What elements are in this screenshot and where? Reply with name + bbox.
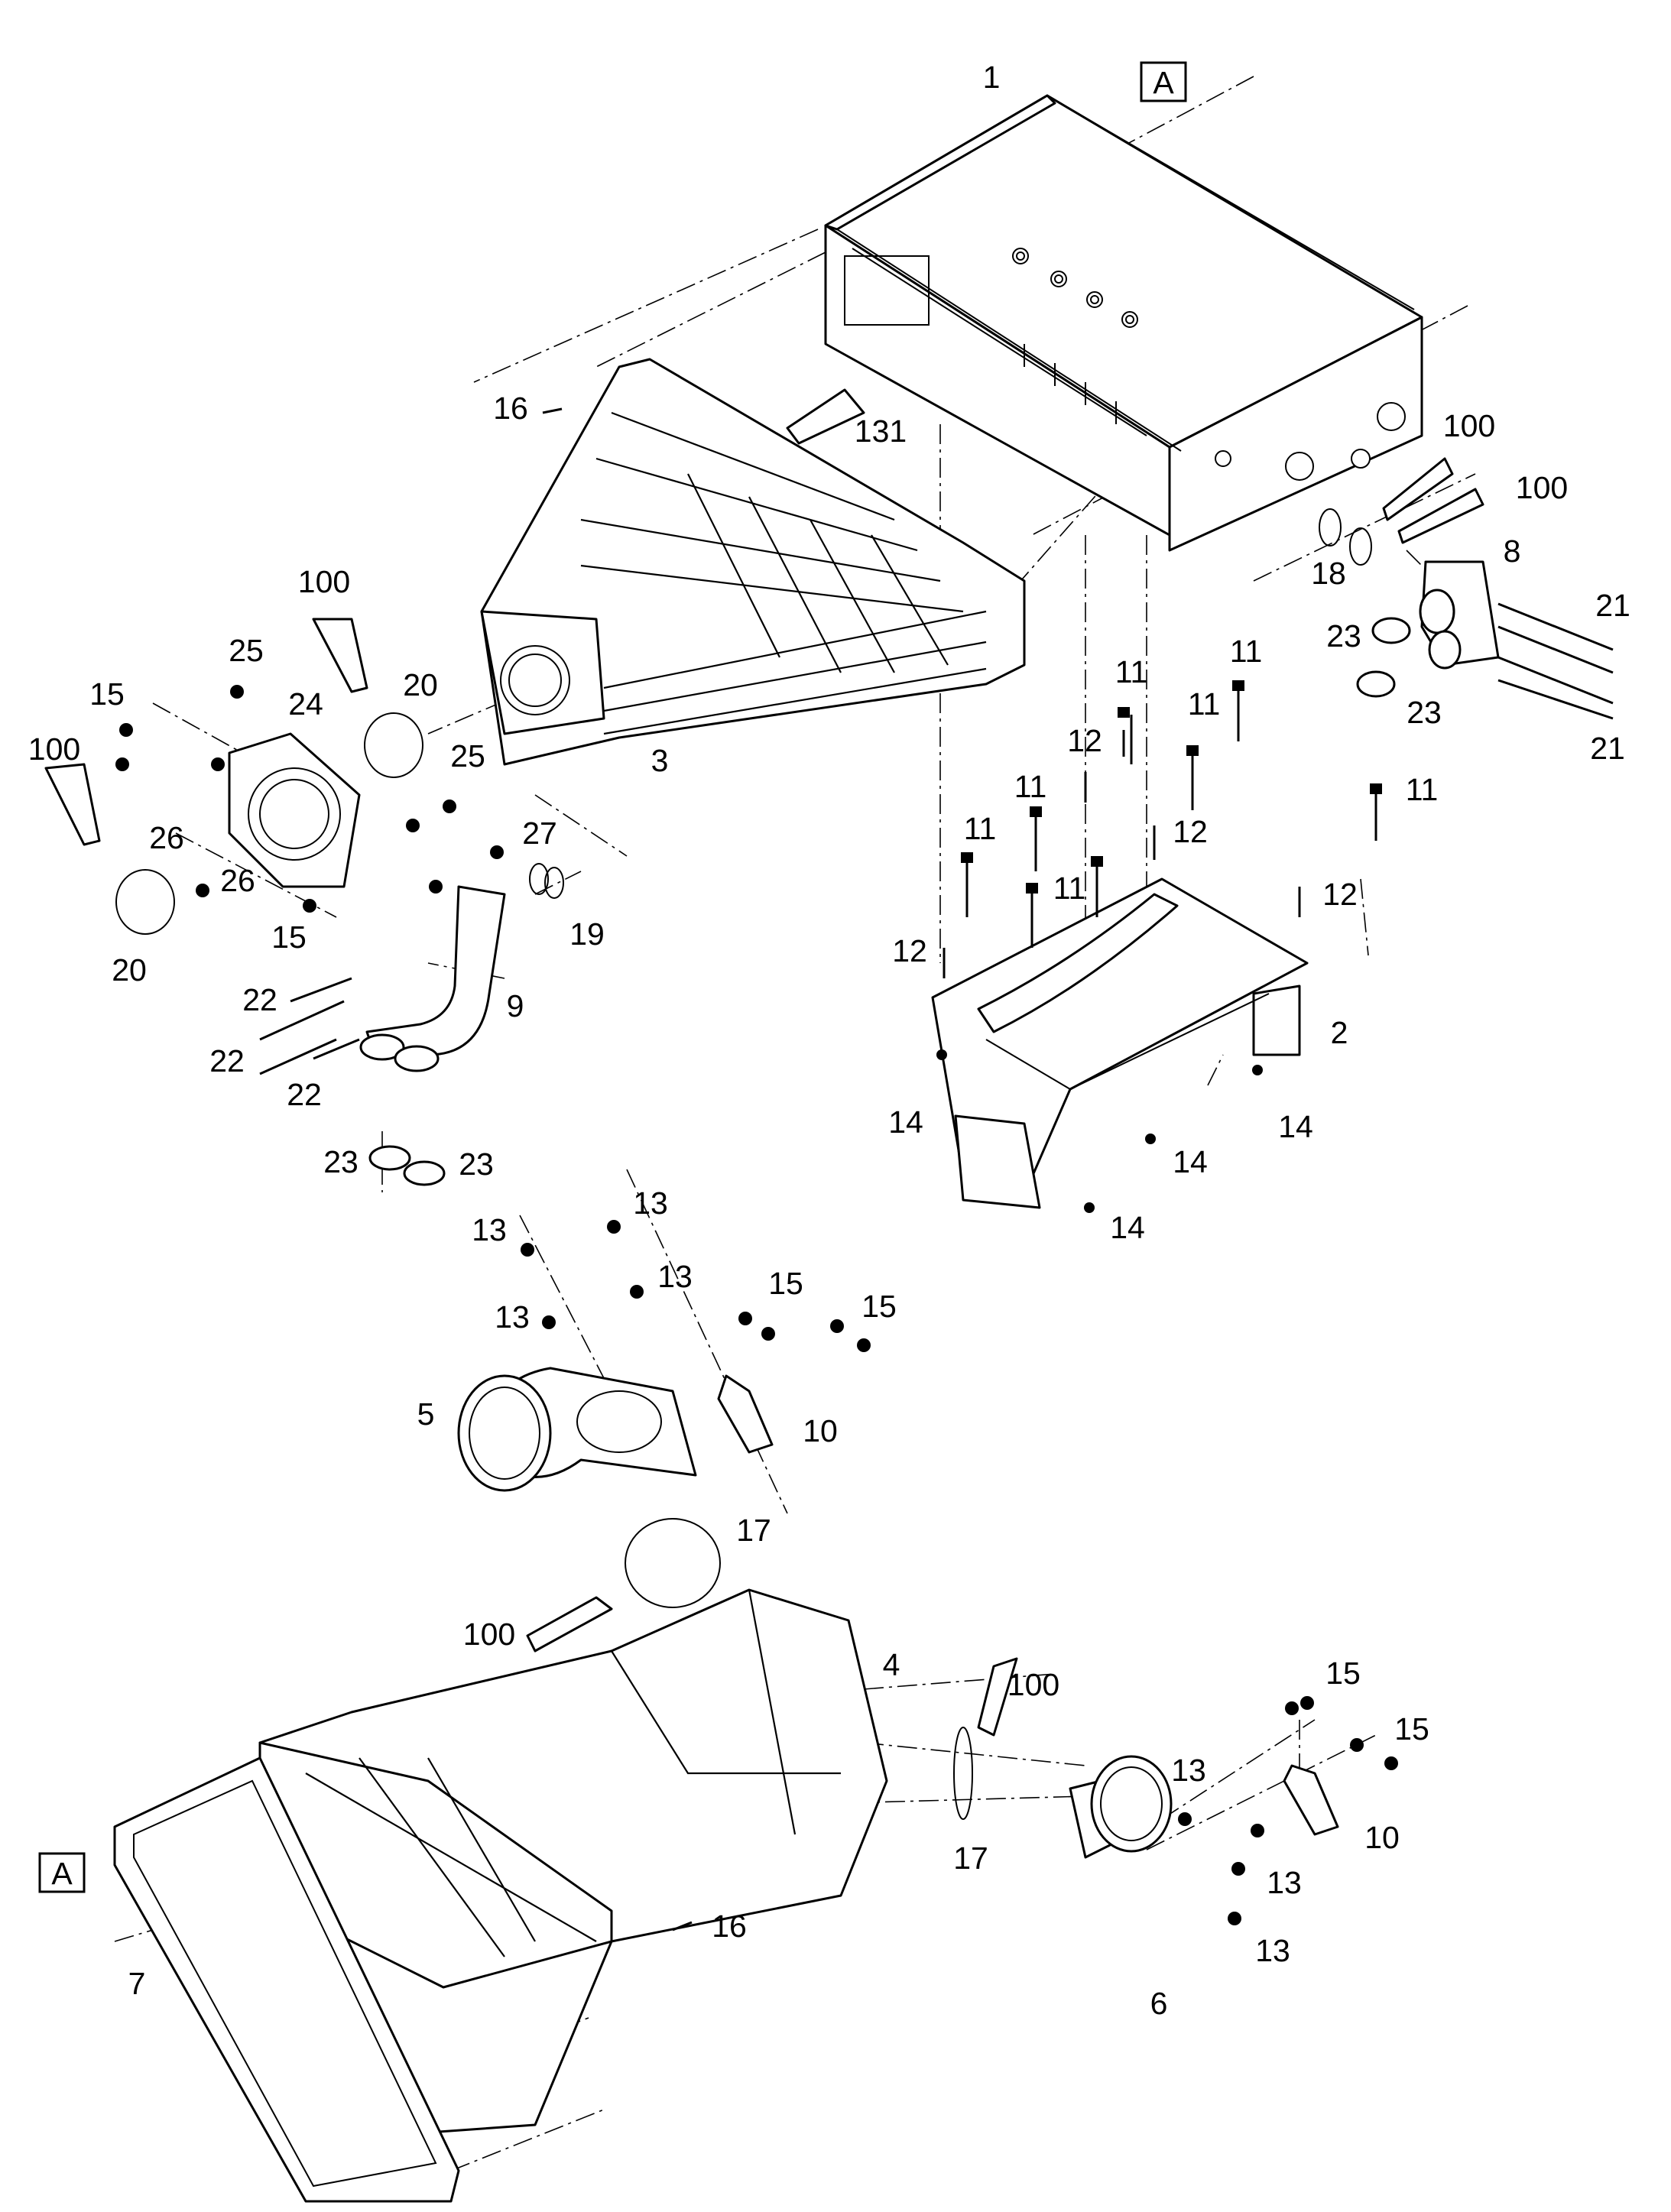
callout-15d: 15 [861,1289,897,1324]
callout-23a: 23 [1326,618,1361,654]
callout-11d: 11 [1014,769,1047,804]
callout-10a: 10 [803,1413,838,1448]
callout-2: 2 [1331,1015,1348,1050]
callout-15f: 15 [1394,1711,1429,1747]
callout-25b: 25 [450,738,485,774]
callout-17a: 17 [736,1513,771,1548]
callout-13g: 13 [1255,1933,1290,1968]
callout-11e: 11 [964,811,997,846]
callout-17b: 17 [953,1841,988,1876]
callout-100c: 100 [298,564,350,599]
callout-labels: 1 2 3 4 5 6 7 8 9 10 10 11 11 11 11 11 1… [28,60,1630,2021]
callout-14c: 14 [1173,1144,1208,1179]
svg-text:A: A [51,1856,73,1891]
callout-15e: 15 [1325,1656,1361,1691]
callout-25a: 25 [229,633,264,668]
callout-16a: 16 [493,391,528,426]
cooler-box-part-1 [824,94,1423,552]
callout-15c: 15 [768,1266,803,1301]
callout-22a: 22 [242,982,277,1017]
elbow-pipe-part-9 [359,885,506,1072]
inlet-elbow-part-5 [457,1367,697,1492]
callout-9: 9 [507,988,524,1023]
callout-13c: 13 [657,1259,693,1294]
callout-26a: 26 [149,820,184,855]
callout-5: 5 [417,1396,435,1432]
callout-12c: 12 [1322,877,1358,912]
callout-13f: 13 [1267,1865,1302,1900]
callout-100a: 100 [1443,408,1495,443]
intake-manifold-part-3 [480,358,1026,766]
callout-22c: 22 [287,1077,322,1112]
callout-4: 4 [883,1647,900,1682]
fasteners [115,407,1614,1931]
support-bracket-part-2 [931,877,1309,1209]
callout-7: 7 [128,1966,146,2001]
bracket-part-10-upper [717,1374,774,1454]
callout-12b: 12 [1173,814,1208,849]
sealant-tubes [44,388,1484,1737]
callout-15a: 15 [89,676,125,712]
callout-21b: 21 [1590,731,1625,766]
callout-11g: 11 [1406,772,1439,807]
callout-1: 1 [983,60,1001,95]
o-rings [115,508,1411,1820]
callout-23c: 23 [323,1144,359,1179]
callout-19: 19 [569,916,605,952]
svg-text:A: A [1153,65,1174,100]
reference-marker-top: A [1140,61,1187,102]
callout-100e: 100 [463,1617,515,1652]
callout-11a: 11 [1230,634,1263,669]
callout-14b: 14 [1278,1109,1313,1144]
callout-23d: 23 [459,1147,494,1182]
callout-14a: 14 [888,1104,923,1140]
callout-24: 24 [288,686,323,722]
gasket-part-7 [113,1756,460,2203]
callout-20a: 20 [403,667,438,702]
callout-27: 27 [522,816,557,851]
callout-14d: 14 [1110,1210,1145,1245]
flange-part-24 [228,732,361,888]
water-housing-part-8 [1419,560,1500,670]
callout-20b: 20 [112,952,147,988]
callout-11c: 11 [1188,686,1221,722]
callout-21a: 21 [1595,588,1630,623]
callout-18: 18 [1311,556,1346,591]
callout-100d: 100 [28,731,80,767]
callout-13d: 13 [495,1299,530,1335]
callout-100f: 100 [1007,1667,1059,1702]
callout-12d: 12 [892,933,927,968]
callout-13e: 13 [1171,1753,1206,1788]
callout-13a: 13 [472,1212,507,1247]
callout-8: 8 [1504,534,1521,569]
callout-22b: 22 [209,1043,245,1078]
bracket-part-10-lower [1283,1764,1339,1836]
callout-3: 3 [651,743,669,778]
callout-26b: 26 [220,863,255,898]
callout-15b: 15 [271,920,307,955]
callout-11f: 11 [1053,871,1086,906]
callout-10b: 10 [1364,1820,1400,1855]
callout-6: 6 [1150,1986,1168,2021]
outlet-elbow-part-6 [1069,1755,1173,1859]
callout-13b: 13 [633,1185,668,1221]
callout-11b: 11 [1115,654,1148,689]
callout-100b: 100 [1516,470,1568,505]
callout-131: 131 [855,414,907,449]
callout-16b: 16 [712,1909,747,1944]
reference-marker-bottom: A [38,1852,86,1893]
callout-12a: 12 [1067,723,1102,758]
callout-23b: 23 [1407,695,1442,730]
